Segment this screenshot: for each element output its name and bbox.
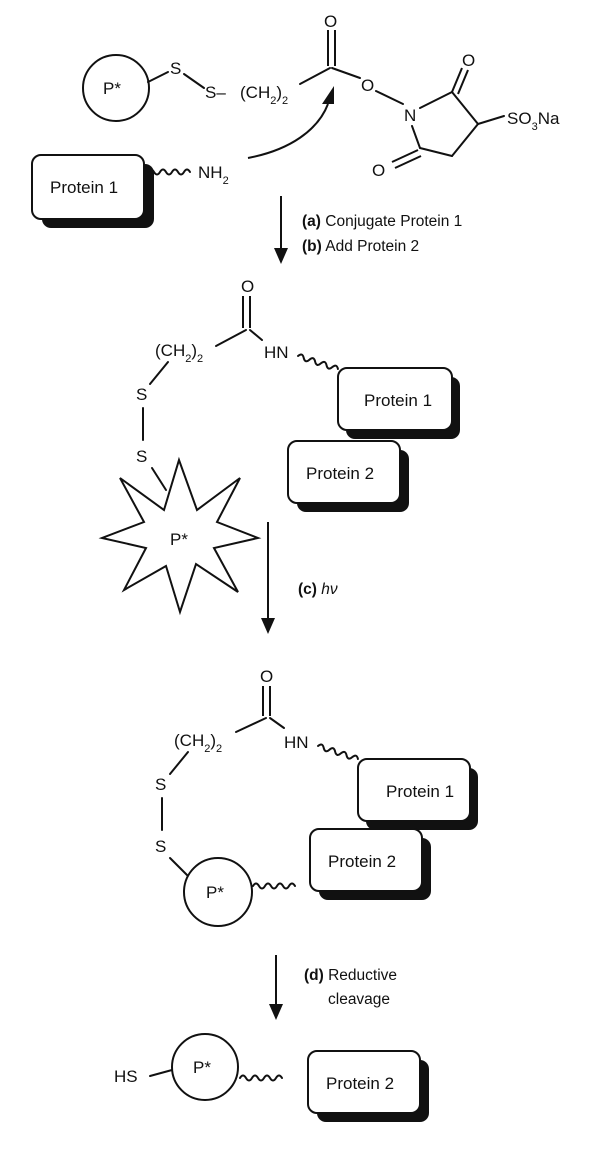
bond	[375, 90, 404, 105]
stage-2-conjugate: O (CH2)2 HN S S P* Protein 1 Protein 2	[98, 277, 460, 616]
bond	[269, 717, 285, 729]
protein-1-box: Protein 1	[31, 154, 154, 228]
arrowhead	[274, 248, 288, 264]
wavy-linker	[316, 742, 360, 763]
step-c: (c) hν	[261, 522, 338, 634]
arrowhead	[322, 86, 334, 104]
arrowhead	[269, 1004, 283, 1020]
photoprobe-label: P*	[206, 883, 224, 902]
protein-2-box: Protein 2	[287, 440, 409, 512]
excited-photoprobe-star	[98, 456, 262, 616]
bond	[477, 115, 505, 125]
bond	[147, 71, 169, 83]
bond	[215, 329, 247, 347]
carbonyl-bond	[394, 155, 422, 169]
ch2-group: (CH2)2	[174, 731, 222, 755]
protein-2-box: Protein 2	[307, 1050, 429, 1122]
protein-1-label: Protein 1	[364, 391, 432, 410]
protein-1-box: Protein 1	[357, 758, 478, 830]
ester-oxygen: O	[361, 76, 374, 95]
wavy-crosslink	[252, 882, 296, 890]
photoprobe-label: P*	[103, 79, 121, 98]
bond	[331, 67, 361, 79]
photoprobe-circle	[82, 54, 150, 122]
oxygen-atom: O	[324, 12, 337, 31]
bond	[249, 329, 263, 341]
ring-bond	[419, 147, 453, 157]
stage-4-cleaved: HS P* Protein 2	[114, 1033, 429, 1122]
sulfur-dash: S–	[205, 83, 226, 102]
protein-2-box: Protein 2	[309, 828, 431, 900]
amide-nh: HN	[264, 343, 289, 362]
oxygen-atom: O	[260, 667, 273, 686]
nitrogen-atom: N	[404, 106, 416, 125]
amide-nh: HN	[284, 733, 309, 752]
carbonyl-bond	[457, 69, 469, 95]
carbonyl-bond	[391, 149, 419, 163]
oxygen-atom: O	[462, 51, 475, 70]
bond	[299, 67, 331, 85]
bond	[149, 361, 169, 385]
step-a-label: (a) Conjugate Protein 1	[302, 213, 462, 230]
carbonyl-bond	[451, 67, 463, 93]
bond	[149, 1069, 173, 1077]
step-d-label: (d) Reductive	[304, 967, 397, 984]
sulfonate-group: SO3Na	[507, 109, 560, 133]
protein-1-box: Protein 1	[337, 367, 460, 439]
wavy-crosslink	[239, 1074, 283, 1082]
wavy-linker	[296, 352, 340, 373]
ch2-group: (CH2)2	[155, 341, 203, 365]
bond	[183, 73, 205, 89]
nucleophilic-attack-arrow	[247, 103, 329, 159]
stage-1-reagent: P* S S– (CH2)2 O O N O O SO3	[31, 12, 560, 228]
bond	[169, 857, 189, 877]
stage-3-crosslinked: O (CH2)2 HN S S P* Protein 1 Protein 2	[155, 667, 478, 927]
photoprobe-label: P*	[193, 1058, 211, 1077]
oxygen-atom: O	[372, 161, 385, 180]
protein-2-label: Protein 2	[306, 464, 374, 483]
sulfur-atom: S	[136, 385, 147, 404]
oxygen-atom: O	[241, 277, 254, 296]
protein-2-label: Protein 2	[326, 1074, 394, 1093]
sulfur-atom: S	[155, 837, 166, 856]
sulfur-atom: S	[170, 59, 181, 78]
ring-bond	[419, 91, 453, 109]
photoprobe-label: P*	[170, 530, 188, 549]
protein-1-label: Protein 1	[386, 782, 454, 801]
bond	[169, 751, 189, 775]
sulfur-atom: S	[155, 775, 166, 794]
photoprobe-circle	[171, 1033, 239, 1101]
step-d-label-2: cleavage	[328, 991, 390, 1008]
ring-bond	[411, 125, 421, 149]
bond	[235, 717, 267, 733]
photoprobe-circle	[183, 857, 253, 927]
protein-1-label: Protein 1	[50, 178, 118, 197]
ch2-group: (CH2)2	[240, 83, 288, 107]
sulfur-atom: S	[136, 447, 147, 466]
step-ab: (a) Conjugate Protein 1 (b) Add Protein …	[274, 196, 462, 264]
arrowhead	[261, 618, 275, 634]
protein-2-label: Protein 2	[328, 852, 396, 871]
ring-bond	[451, 123, 479, 157]
bond	[151, 467, 167, 491]
step-d: (d) Reductive cleavage	[269, 955, 397, 1020]
wavy-linker	[147, 168, 191, 176]
amine-group: NH2	[198, 163, 229, 187]
thiol-group: HS	[114, 1067, 138, 1086]
ring-bond	[451, 91, 479, 125]
step-b-label: (b) Add Protein 2	[302, 238, 419, 255]
step-c-label: (c) hν	[298, 581, 338, 598]
